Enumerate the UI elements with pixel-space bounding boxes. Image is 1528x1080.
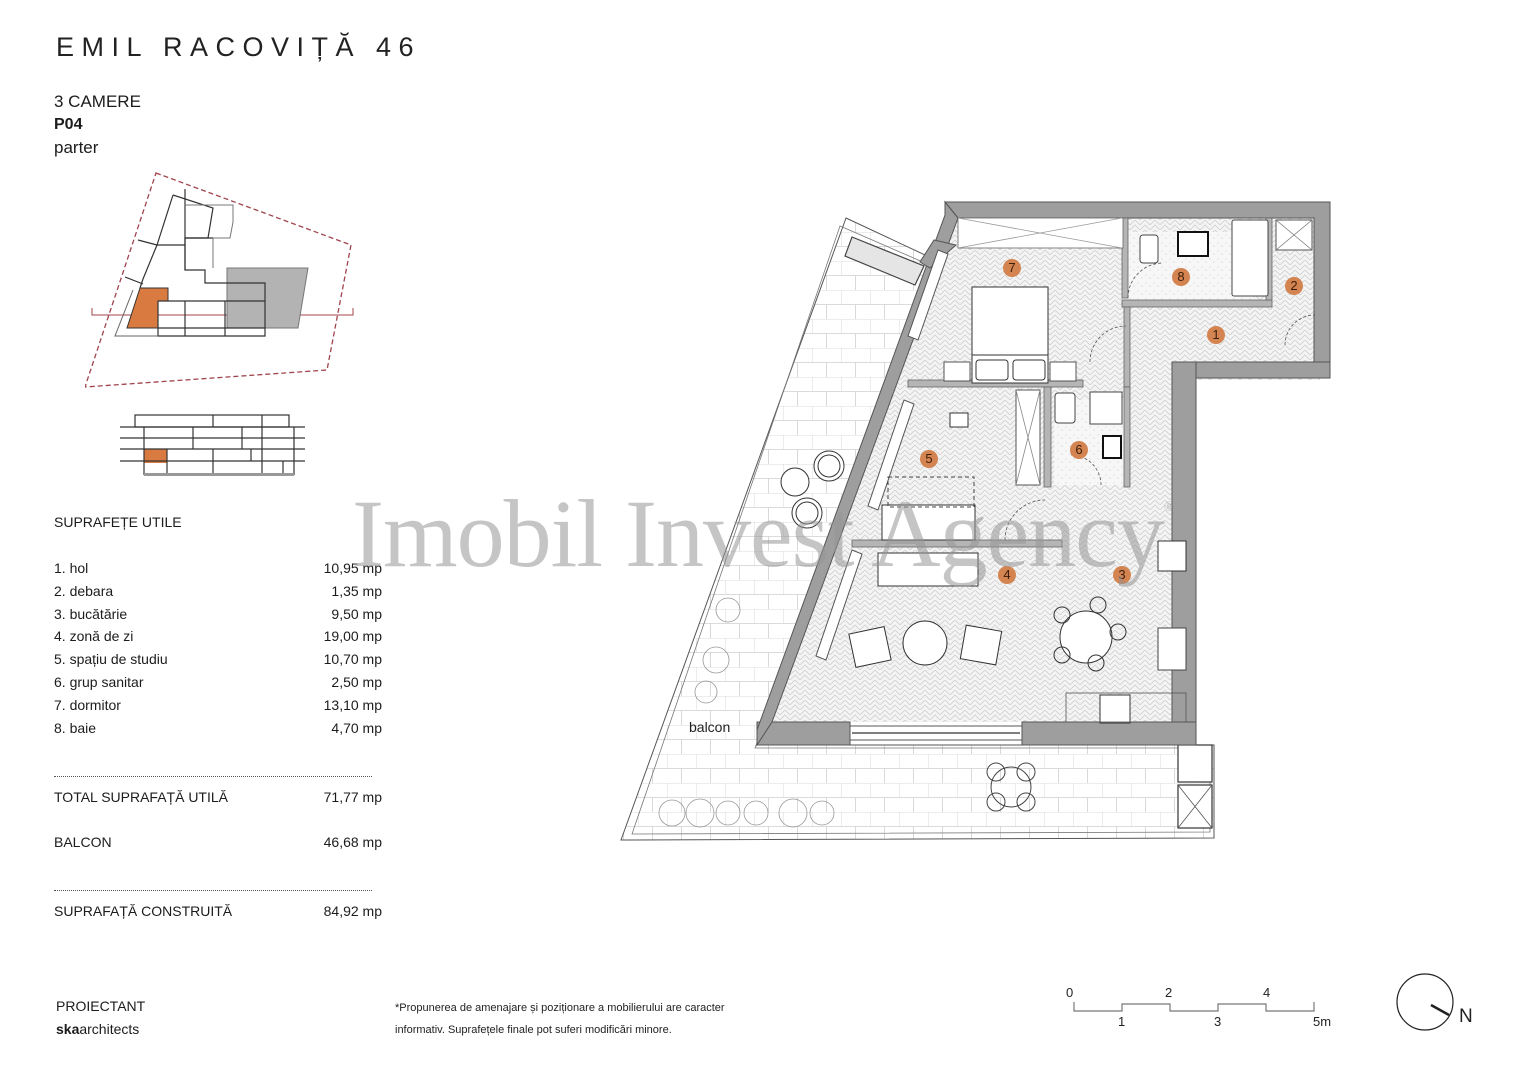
section-diagram — [120, 414, 305, 476]
area-row-grup-sanitar: 6. grup sanitar 2,50 mp — [54, 673, 382, 696]
area-row-dormitor: 7. dormitor 13,10 mp — [54, 696, 382, 719]
rooms-count: 3 CAMERE — [54, 92, 141, 111]
area-label: 4. zonă de zi — [54, 628, 134, 645]
area-value: 2,50 mp — [331, 673, 382, 690]
project-title: EMIL RACOVIȚĂ 46 — [56, 32, 422, 62]
area-label: 8. baie — [54, 719, 97, 736]
total-value: 71,77 mp — [323, 789, 382, 805]
built-label: SUPRAFAȚĂ CONSTRUITĂ — [54, 903, 233, 919]
built-value: 84,92 mp — [323, 903, 382, 919]
room-badge-grup-sanitar: 6 — [1070, 441, 1088, 459]
designer-name-rest: architects — [79, 1021, 140, 1037]
designer-label: PROIECTANT — [56, 998, 146, 1014]
balcony-plan-label: balcon — [689, 719, 731, 735]
area-label: 7. dormitor — [54, 696, 121, 713]
area-label: 2. debara — [54, 582, 114, 599]
room-badge-hol: 1 — [1207, 326, 1225, 344]
note-line: *Propunerea de amenajare și poziționare … — [395, 1002, 725, 1014]
room-badge-bucatarie: 3 — [1113, 566, 1131, 584]
dotted-divider — [54, 776, 372, 777]
scale-label-2: 2 — [1165, 985, 1173, 1000]
area-row-studiu: 5. spațiu de studiu 10,70 mp — [54, 650, 382, 673]
dotted-divider — [54, 890, 372, 891]
area-row-baie: 8. baie 4,70 mp — [54, 719, 382, 742]
area-value: 13,10 mp — [323, 696, 382, 713]
scale-label-3: 3 — [1214, 1014, 1222, 1029]
north-label: N — [1459, 1006, 1473, 1027]
area-value: 19,00 mp — [323, 628, 382, 645]
key-plan-diagram — [85, 172, 354, 388]
area-value: 1,35 mp — [331, 582, 382, 599]
balcony-label: BALCON — [54, 834, 112, 850]
scale-label-5m: 5m — [1313, 1014, 1332, 1029]
area-value: 9,50 mp — [331, 605, 382, 622]
designer-name-bold: ska — [56, 1021, 80, 1037]
balcony-value: 46,68 mp — [323, 834, 382, 850]
built-area-row: SUPRAFAȚĂ CONSTRUITĂ 84,92 mp — [54, 903, 382, 919]
area-value: 4,70 mp — [331, 719, 382, 736]
area-list: 1. hol 10,95 mp 2. debara 1,35 mp 3. bucăt… — [54, 559, 382, 741]
scale-label-1: 1 — [1118, 1014, 1126, 1029]
area-label: 6. grup sanitar — [54, 673, 144, 690]
area-label: 5. spațiu de studiu — [54, 651, 168, 668]
area-label: 3. bucătărie — [54, 605, 128, 622]
room-badge-debara: 2 — [1285, 277, 1303, 295]
scale-label-4: 4 — [1263, 985, 1271, 1000]
designer-name: skaarchitects — [56, 1021, 139, 1037]
note-line: informativ. Suprafețele finale pot sufer… — [395, 1024, 672, 1036]
balcony-row: BALCON 46,68 mp — [54, 834, 382, 850]
area-label: 1. hol — [54, 560, 89, 576]
area-value: 10,95 mp — [323, 560, 382, 576]
scale-label-0: 0 — [1066, 985, 1074, 1000]
area-value: 10,70 mp — [323, 651, 382, 668]
balcony-area — [620, 217, 1215, 841]
room-badge-zona-de-zi: 4 — [998, 566, 1016, 584]
floor-label: parter — [54, 138, 99, 157]
total-label: TOTAL SUPRAFAȚĂ UTILĂ — [54, 789, 229, 805]
compass-icon — [1396, 973, 1454, 1031]
room-badge-baie: 8 — [1172, 268, 1190, 286]
area-row-bucatarie: 3. bucătărie 9,50 mp — [54, 605, 382, 628]
scale-bar — [1073, 1002, 1315, 1012]
area-row-debara: 2. debara 1,35 mp — [54, 582, 382, 605]
area-row-zona-de-zi: 4. zonă de zi 19,00 mp — [54, 627, 382, 650]
areas-heading: SUPRAFEȚE UTILE — [54, 514, 182, 530]
area-row-hol: 1. hol 10,95 mp — [54, 559, 382, 582]
room-badge-studiu: 5 — [920, 450, 938, 468]
disclaimer-note: *Propunerea de amenajare și poziționare … — [395, 997, 795, 1041]
total-usable-row: TOTAL SUPRAFAȚĂ UTILĂ 71,77 mp — [54, 789, 382, 805]
room-badge-dormitor: 7 — [1003, 259, 1021, 277]
unit-code: P04 — [54, 116, 83, 133]
